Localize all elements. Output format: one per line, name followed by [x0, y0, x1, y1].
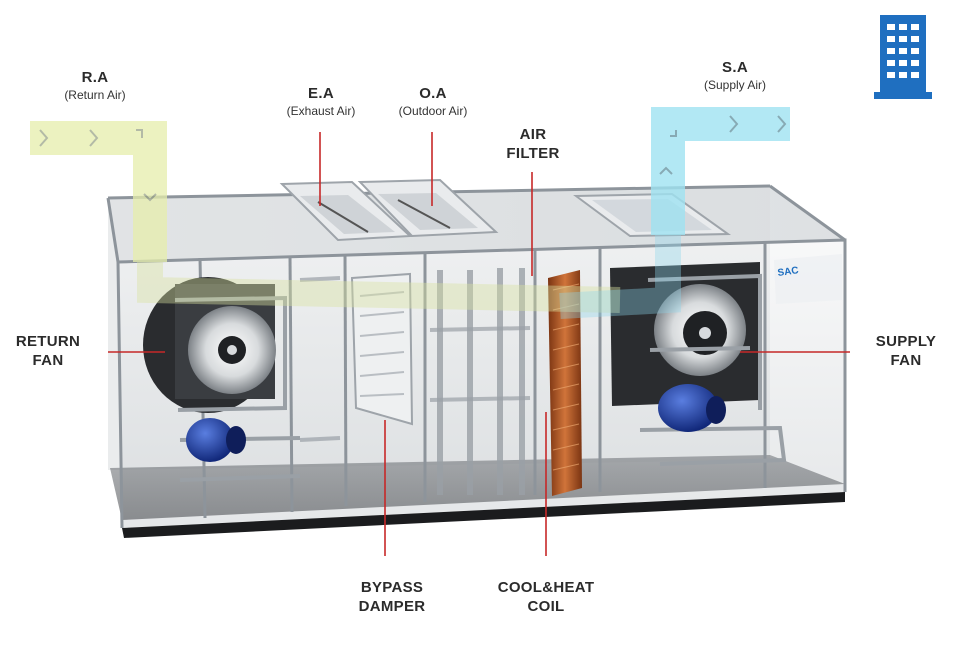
- label-return-fan: RETURN FAN: [0, 332, 96, 370]
- cool-heat-coil-unit: [548, 270, 582, 496]
- label-bypass-damper-line2: DAMPER: [358, 598, 426, 615]
- unit-floor: [110, 455, 845, 520]
- label-cool-heat-coil-line2: COIL: [527, 598, 565, 615]
- label-air-filter: AIR FILTER: [478, 125, 588, 163]
- label-supply-fan-line1: SUPPLY: [875, 333, 937, 350]
- label-air-filter-line2: FILTER: [506, 145, 560, 162]
- label-return-air-full: (Return Air): [64, 88, 126, 102]
- label-air-filter-line1: AIR: [519, 126, 547, 143]
- label-bypass-damper: BYPASS DAMPER: [332, 578, 452, 616]
- building-icon: [874, 15, 932, 99]
- label-exhaust-air-full: (Exhaust Air): [286, 104, 356, 118]
- unit-base: [122, 492, 845, 538]
- nameplate-logo: SAC: [777, 265, 799, 279]
- label-return-air: R.A (Return Air): [40, 68, 150, 103]
- label-return-air-abbr: R.A: [81, 69, 109, 86]
- label-outdoor-air: O.A (Outdoor Air): [378, 84, 488, 119]
- label-supply-air-full: (Supply Air): [703, 78, 767, 92]
- label-outdoor-air-abbr: O.A: [419, 85, 447, 102]
- label-supply-air-abbr: S.A: [722, 59, 748, 76]
- outdoor-air-vent: [357, 178, 499, 238]
- label-cool-heat-coil-line1: COOL&HEAT: [497, 579, 595, 596]
- label-exhaust-air-abbr: E.A: [308, 85, 334, 102]
- label-supply-air: S.A (Supply Air): [680, 58, 790, 93]
- label-return-fan-line2: FAN: [32, 352, 64, 369]
- exhaust-air-vent: [279, 180, 413, 242]
- label-exhaust-air: E.A (Exhaust Air): [266, 84, 376, 119]
- supply-air-stream: [559, 107, 790, 319]
- label-bypass-damper-line1: BYPASS: [360, 579, 424, 596]
- leader-lines: [108, 132, 850, 556]
- partition-frames: [437, 268, 525, 495]
- supply-fan-unit: SAC: [610, 254, 842, 466]
- return-air-stream: [30, 121, 621, 313]
- label-return-fan-line1: RETURN: [15, 333, 81, 350]
- bypass-damper-unit: [350, 272, 414, 426]
- label-supply-fan: SUPPLY FAN: [856, 332, 956, 370]
- label-supply-fan-line2: FAN: [890, 352, 922, 369]
- label-cool-heat-coil: COOL&HEAT COIL: [480, 578, 612, 616]
- label-outdoor-air-full: (Outdoor Air): [398, 104, 468, 118]
- return-fan-unit: [143, 277, 301, 482]
